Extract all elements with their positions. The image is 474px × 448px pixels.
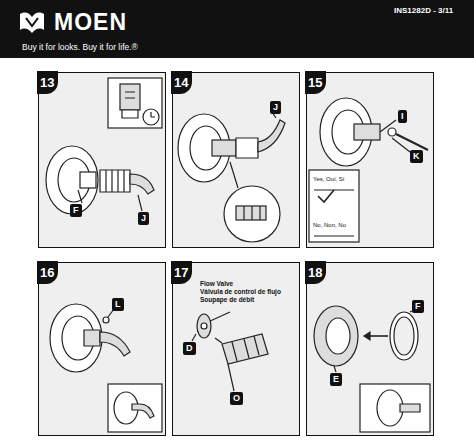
header-bar-part <box>20 13 44 33</box>
step-18-art-part <box>360 384 430 432</box>
step-17-art-part <box>222 334 268 364</box>
step-13-art-part <box>78 190 82 203</box>
step-14-art <box>178 112 285 242</box>
step-13-art-part <box>108 78 162 128</box>
step-17-art-part <box>232 336 259 361</box>
document-number: INS1282D - 3/11 <box>394 6 453 16</box>
callout-letter: I <box>398 110 407 123</box>
step-15-art-part <box>396 134 428 150</box>
step-15-art-part <box>309 170 359 242</box>
panel-ground-part <box>306 262 434 436</box>
step-16-art-part <box>100 332 130 356</box>
header-bar <box>0 0 474 58</box>
part-name: Flow Valve <box>200 280 233 288</box>
step-13-art-part <box>100 170 130 192</box>
part-name: Soupape de débit <box>200 296 254 304</box>
step-13-art-part <box>106 170 124 192</box>
panel-ground-part <box>172 72 300 248</box>
callout-letter: J <box>270 101 281 114</box>
step-14-art-part <box>230 162 238 188</box>
step-17-art-part <box>197 314 211 338</box>
panel-ground-part <box>306 72 434 248</box>
step-13-art-part <box>143 109 159 125</box>
step-15-art-part <box>392 138 410 152</box>
step-number: 18 <box>305 261 326 284</box>
step-13-art-part <box>125 92 135 98</box>
callout-letter: F <box>70 204 82 217</box>
step-15-art-part <box>388 128 396 136</box>
panel-ground-part <box>38 72 166 248</box>
step-18-art-part <box>326 318 350 354</box>
step-panel: 14 <box>172 72 300 248</box>
step-18-art-part <box>364 332 370 340</box>
step-15-art-part <box>380 120 396 132</box>
step-panel: 16 <box>38 262 166 436</box>
callout-letter: F <box>412 300 424 313</box>
step-number: 14 <box>171 71 192 94</box>
step-16-art-part <box>108 384 162 432</box>
step-number: 15 <box>305 71 326 94</box>
step-15-art-part <box>318 190 334 202</box>
step-13-art-part <box>80 172 96 188</box>
step-16-art-part <box>84 330 100 346</box>
step-18-art-part <box>390 312 418 360</box>
step-17-art-part <box>228 364 234 391</box>
step-14-art-part <box>224 186 280 242</box>
step-13-art <box>46 78 162 214</box>
table-cell: Yes, Oui, Sí <box>312 176 345 183</box>
step-18-art-part <box>334 366 336 372</box>
step-14-art-part <box>236 138 258 158</box>
header-bar-part <box>0 0 474 58</box>
step-15-art <box>309 98 428 242</box>
step-panel: 18 <box>306 262 434 436</box>
panel-ground-part <box>172 262 300 436</box>
table-cell: No, Non, No <box>312 222 347 229</box>
part-name: Válvula de control de flujo <box>200 288 281 296</box>
tagline: Buy it for looks. Buy it for life.® <box>22 42 138 52</box>
step-number: 17 <box>171 261 192 284</box>
step-15-art-part <box>354 124 380 140</box>
step-16-art-part <box>50 304 102 372</box>
callout-letter: K <box>410 150 423 163</box>
callout-letter: J <box>138 212 149 225</box>
callout-letter: L <box>112 298 124 311</box>
panel-ground-part <box>38 262 166 436</box>
step-16-art-part <box>103 317 109 323</box>
step-number: 16 <box>37 261 58 284</box>
step-18-art-part <box>400 404 420 412</box>
step-18-art-part <box>394 317 414 355</box>
step-13-art-part <box>130 174 154 194</box>
step-18-art <box>314 306 430 432</box>
step-18-art-part <box>377 390 403 426</box>
step-16-art-part <box>132 404 154 418</box>
panel-ground <box>38 72 434 436</box>
step-18-art-part <box>314 306 358 366</box>
step-17-art-part <box>215 338 222 343</box>
brand-title: MOEN <box>54 10 127 34</box>
step-15-art-part <box>314 190 354 236</box>
step-17-art-part <box>201 323 207 329</box>
step-13-art-part <box>151 112 155 117</box>
step-17-art-part <box>208 312 230 322</box>
step-17-art-part <box>192 334 196 341</box>
step-13-art-part <box>120 84 140 110</box>
step-16-art <box>50 304 162 432</box>
step-14-art-part <box>212 140 236 156</box>
step-13-art-part <box>122 110 138 118</box>
callout-letter: D <box>183 342 196 355</box>
callout-letter: E <box>330 373 342 386</box>
step-number: 13 <box>37 71 58 94</box>
step-14-art-part <box>258 120 285 152</box>
callout-letter: O <box>230 392 243 405</box>
step-17-art <box>192 312 268 391</box>
header-bar-part <box>26 18 38 26</box>
step-14-art-part <box>244 206 260 220</box>
step-14-art-part <box>236 206 266 220</box>
step-13-art-part <box>138 195 142 211</box>
